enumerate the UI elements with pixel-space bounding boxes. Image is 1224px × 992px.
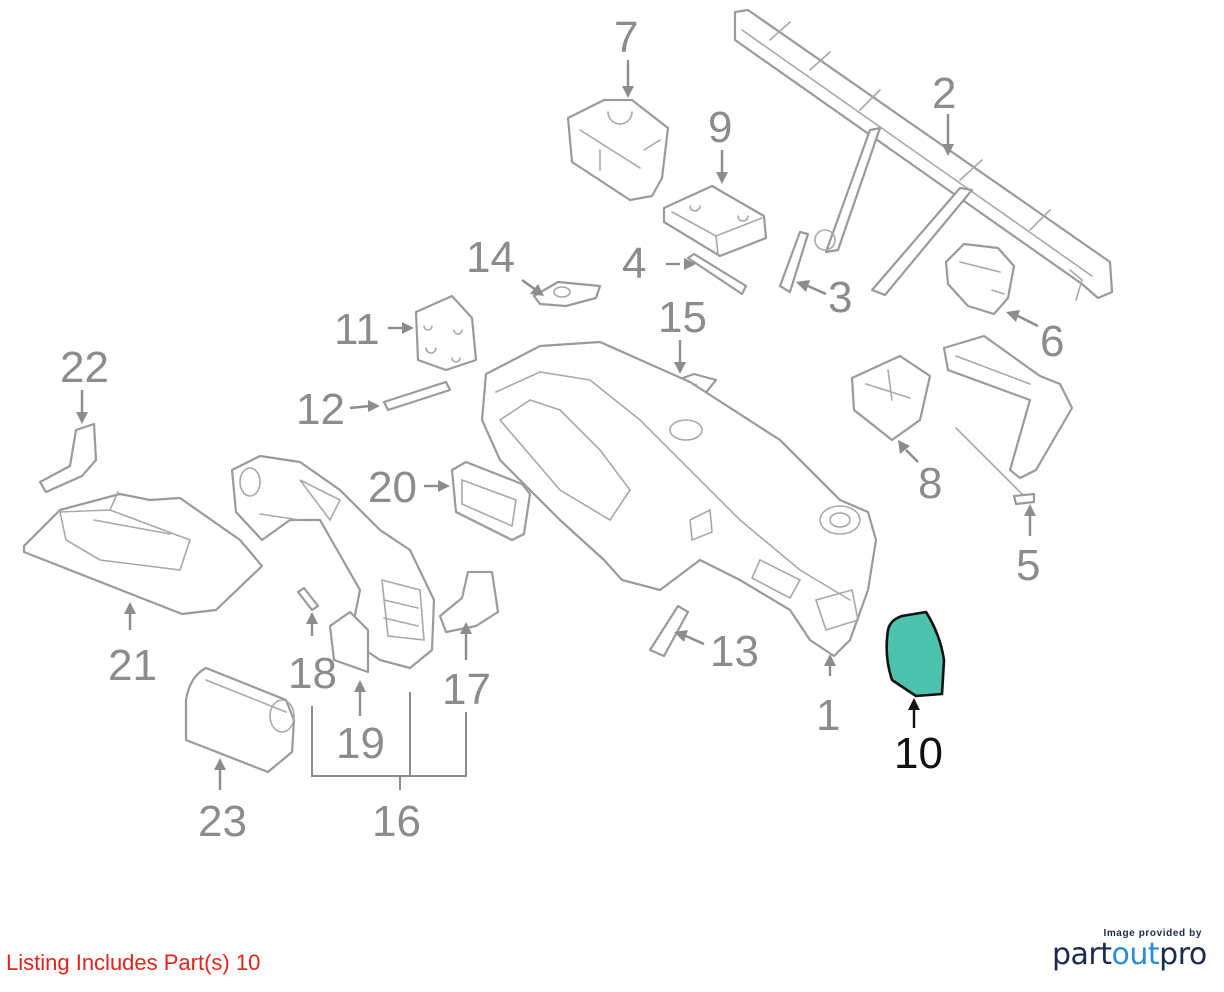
callout-16: 16	[372, 797, 421, 846]
part-21-tray	[22, 491, 264, 616]
part-6-bracket	[944, 242, 1016, 316]
callout-10: 10	[894, 729, 943, 778]
callout-13: 13	[710, 627, 759, 676]
callout-22: 22	[60, 343, 109, 392]
part-4-strip	[686, 252, 748, 296]
part-5-support	[942, 334, 1074, 506]
part-17-cover	[438, 570, 500, 634]
callout-21: 21	[108, 641, 157, 690]
logo-word-part: part	[1052, 937, 1112, 972]
callout-4: 4	[622, 239, 646, 288]
part-2-crossmember	[733, 8, 1114, 301]
logo-word-out: out	[1111, 937, 1160, 972]
part-10-highlighted	[885, 610, 946, 698]
logo-caption: Image provided by	[1103, 928, 1202, 939]
part-9-module	[662, 184, 768, 258]
part-1-instrument-panel	[480, 340, 878, 658]
callout-20: 20	[368, 463, 417, 512]
part-13-trim	[648, 604, 690, 658]
callout-2: 2	[932, 69, 956, 118]
callout-19: 19	[336, 719, 385, 768]
callout-6: 6	[1040, 317, 1064, 366]
part-19-panel	[328, 610, 370, 674]
callout-labels: 7 2 9 14 4 3 15 11 6 22 12 20 8 5 13 21 …	[60, 13, 1064, 846]
partoutpro-logo: Image provided by partoutpro	[1052, 928, 1212, 971]
callout-3: 3	[828, 273, 852, 322]
part-11-plate	[414, 294, 478, 372]
callout-7: 7	[614, 13, 638, 62]
part-8-bracket	[850, 354, 932, 442]
part-14-cap	[532, 280, 602, 308]
callout-18: 18	[288, 649, 337, 698]
callout-arrows	[76, 60, 1039, 790]
callout-14: 14	[466, 233, 515, 282]
callout-12: 12	[296, 385, 345, 434]
callout-17: 17	[442, 665, 491, 714]
listing-includes-text: Listing Includes Part(s) 10	[6, 950, 261, 975]
callout-23: 23	[198, 797, 247, 846]
callout-11: 11	[334, 305, 380, 354]
part-3-brace	[778, 230, 810, 294]
part-18-clip	[296, 586, 320, 612]
part-23-airbag-module	[184, 666, 296, 774]
logo-word-pro: pro	[1159, 937, 1207, 972]
part-7-bracket	[566, 98, 670, 202]
part-16-cluster-bezel	[230, 454, 436, 670]
callout-1: 1	[816, 691, 840, 740]
part-20-frame	[450, 460, 532, 542]
part-22-bracket	[38, 422, 98, 494]
callout-8: 8	[918, 459, 942, 508]
part-12-strip	[382, 380, 452, 412]
callout-9: 9	[708, 103, 732, 152]
callout-5: 5	[1016, 541, 1040, 590]
logo-wordmark: partoutpro	[1052, 939, 1212, 971]
callout-15: 15	[658, 293, 707, 342]
